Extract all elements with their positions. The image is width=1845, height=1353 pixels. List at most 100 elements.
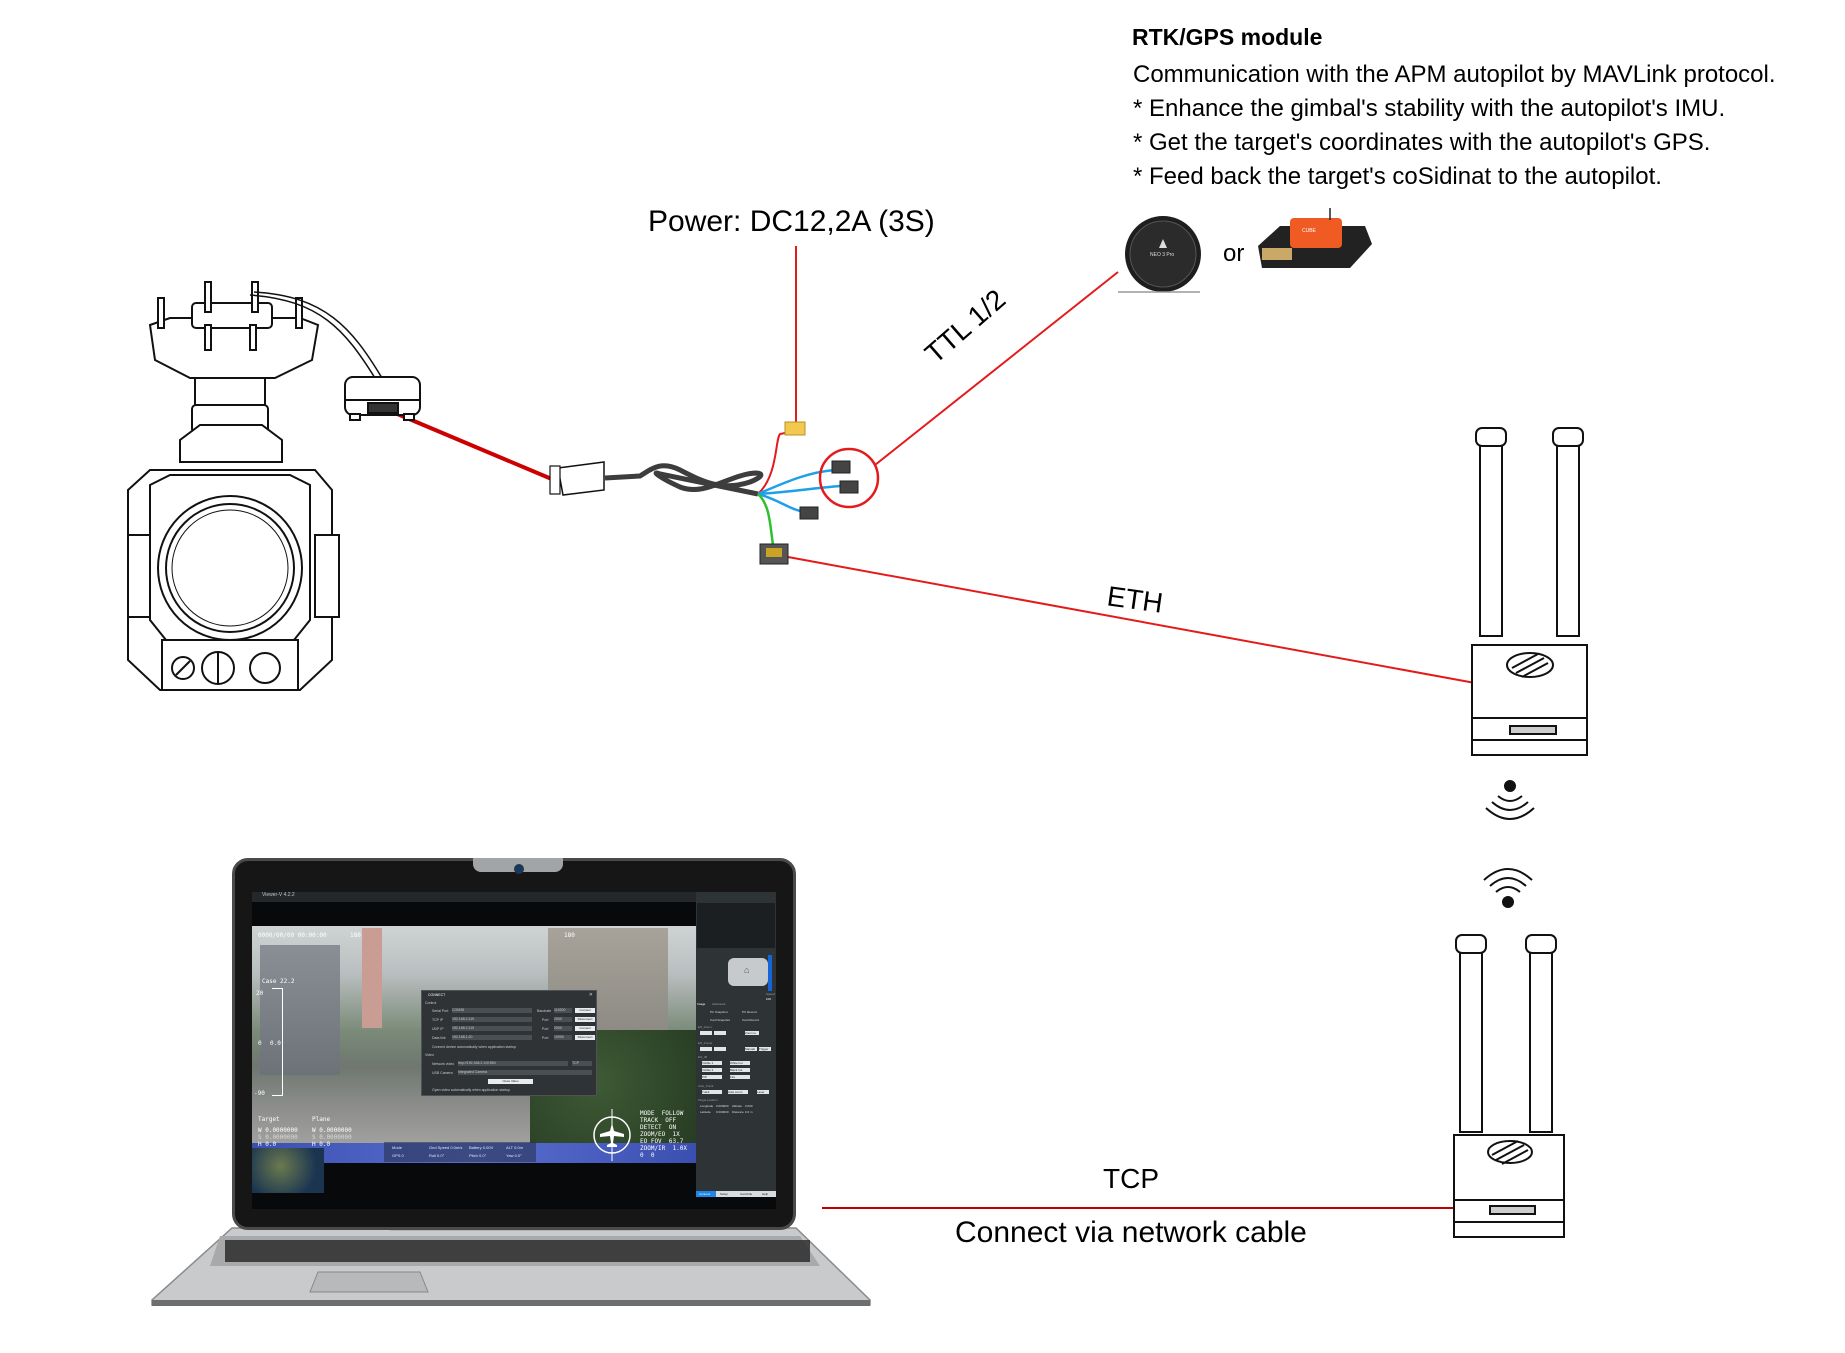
udp-ip-label: UDP IP [432,1027,444,1031]
pc-snapshot-button[interactable]: PC Snapshot [710,1010,728,1014]
autopilot-label: CUBE [1302,228,1316,234]
osd-timestamp: 0000/00/00 00:00:00 [258,932,327,939]
datalink-label: Data link [432,1036,446,1040]
rtk-description-line: * Feed back the target's coSidinat to th… [1133,163,1662,190]
osd-status-row: ZOOM/EO 1X [640,1131,687,1138]
tab-advanced[interactable]: Advanced [712,1002,726,1006]
osd-status-value: 0 [650,1152,655,1159]
auto-open-checkbox[interactable]: Open video automatically when applicatio… [432,1088,511,1092]
telemetry-pitch: Pitch 0.0° [469,1153,487,1158]
tcp-port-input[interactable]: 2000 [554,1017,572,1022]
usb-camera-select[interactable]: Integrated Camera [458,1070,592,1075]
attitude-indicator [593,1109,631,1161]
tcp-label: TCP [1103,1163,1159,1194]
udp-port-input[interactable]: 2000 [554,1026,572,1031]
pc-record-button[interactable]: PC Record [742,1010,757,1014]
datalink-port-input[interactable]: 10000 [554,1035,572,1040]
osd-status-key: ZOOM/IR [640,1145,666,1152]
laser-button[interactable]: Laser [757,1090,769,1094]
osd-target-label: Target [258,1116,280,1123]
latitude-label: Latitude [700,1110,711,1114]
osd-status-row: MODE FOLLOW [640,1110,687,1117]
osd-heading-right: 180 [564,932,575,939]
udp-ip-input[interactable]: 192.168.2.119 [452,1026,532,1031]
gimbal-dpad[interactable] [728,958,768,986]
focus-manual-button[interactable]: Manual [745,1047,757,1051]
ir-white-hot-button[interactable]: White hot [730,1061,750,1065]
ir-visible2-button[interactable]: Visible 2 [702,1068,722,1072]
osd-status-key: EO FOV [640,1138,662,1145]
longitude-label: Longitude [700,1104,714,1108]
focus-minus-button[interactable] [714,1047,726,1051]
altitude-value: 0.000 [745,1104,753,1108]
card-snapshot-button[interactable]: Card Snapshot [710,1018,731,1022]
card-record-button[interactable]: Card Record [742,1018,760,1022]
dialog-close-icon[interactable]: ✕ [588,992,593,998]
tab-help[interactable]: Help [762,1192,769,1196]
tcp-disconnect-button[interactable]: Disconnect [575,1017,595,1022]
track-button[interactable]: Track [702,1090,722,1094]
autopilot-image [1258,208,1372,268]
auto-zoom-button[interactable]: Auto zoom [728,1090,748,1094]
rtk-description-line: Communication with the APM autopilot by … [1133,61,1776,88]
osd-plane-s: S 0.0000000 [312,1134,352,1141]
tab-connect-highlight [696,1191,716,1197]
ttl-connector-1 [831,460,851,474]
usb-camera-radio[interactable]: USB Camera [432,1071,453,1075]
zoom-plus-button[interactable] [700,1031,712,1035]
speed-label: Speed [766,992,775,996]
datalink-input[interactable]: 192.168.1.20 [452,1035,532,1040]
tab-card-file[interactable]: Card File [740,1192,753,1196]
dialog-title: CONNECT [428,993,446,997]
osd-status-key: MODE [640,1110,655,1117]
tab-setup[interactable]: Setup [720,1192,728,1196]
baudrate-select[interactable]: 115200 [554,1008,572,1013]
focus-plus-button[interactable] [700,1047,712,1051]
rtk-module-title: RTK/GPS module [1132,24,1323,50]
osd-status-list: MODE FOLLOW TRACK OFF DETECT ON ZOOM/EO … [640,1110,687,1159]
ir-visible1-button[interactable]: Visible 1 [702,1061,722,1065]
gimbal-cable-line [394,411,555,482]
focus-trigger-button[interactable]: Trigger [759,1047,771,1051]
datalink-disconnect-button[interactable]: Disconnect [575,1035,595,1040]
osd-target-w: W 0.0000000 [258,1127,298,1134]
udp-connect-button[interactable]: Connect [575,1026,595,1031]
osd-status-value: ON [668,1124,677,1131]
zoom-minus-button[interactable] [714,1031,726,1035]
rtk-description-line: * Get the target's coordinates with the … [1133,129,1711,156]
network-video-input[interactable]: rtsp://192.168.2.119:554 [458,1061,568,1066]
tab-image[interactable]: Image [697,1002,706,1006]
network-video-protocol[interactable]: TCP [572,1061,592,1066]
osd-status-value: FOLLOW [661,1110,684,1117]
osd-status-value: OFF [665,1117,677,1124]
ir-pip-button[interactable]: PIP [702,1075,722,1079]
mini-map[interactable] [252,1148,324,1193]
air-radio-unit [1471,427,1588,756]
osd-scale-bottom: -90 [254,1090,265,1097]
section-target-position: Target position [698,1098,718,1102]
ir-black-hot-button[interactable]: Black hot [730,1068,750,1072]
tab-connect[interactable]: Connect [699,1192,711,1196]
osd-case: Case 22.2 [262,978,295,985]
auto-connect-checkbox[interactable]: Connect device automatically when applic… [432,1045,517,1049]
close-video-button[interactable]: Close Video [488,1079,533,1084]
osd-status-key: ZOOM/EO [640,1131,666,1138]
gimbal-control-box [344,376,421,421]
video-banner [362,928,382,1028]
osd-status-row: EO FOV 63.7 [640,1138,687,1145]
zoom-to-button[interactable]: Zoom to [745,1031,759,1035]
aircraft-icon [600,1123,624,1147]
serial-connect-button[interactable]: Connect [575,1008,595,1013]
ir-fire-select[interactable]: Fire [730,1075,750,1079]
network-video-radio[interactable]: Network video [432,1062,455,1066]
distance-label: Distance [732,1110,744,1114]
home-icon[interactable]: ⌂ [744,965,750,975]
osd-scale-mid: 0 [258,1040,262,1047]
tcp-ip-input[interactable]: 192.168.2.119 [452,1017,532,1022]
webcam-icon [514,864,524,874]
section-eo-focus: EO_Focus [698,1041,713,1045]
serial-port-select[interactable]: COM38 [452,1008,532,1013]
speed-slider[interactable] [768,955,772,991]
telemetry-roll: Roll 0.0° [429,1153,445,1158]
